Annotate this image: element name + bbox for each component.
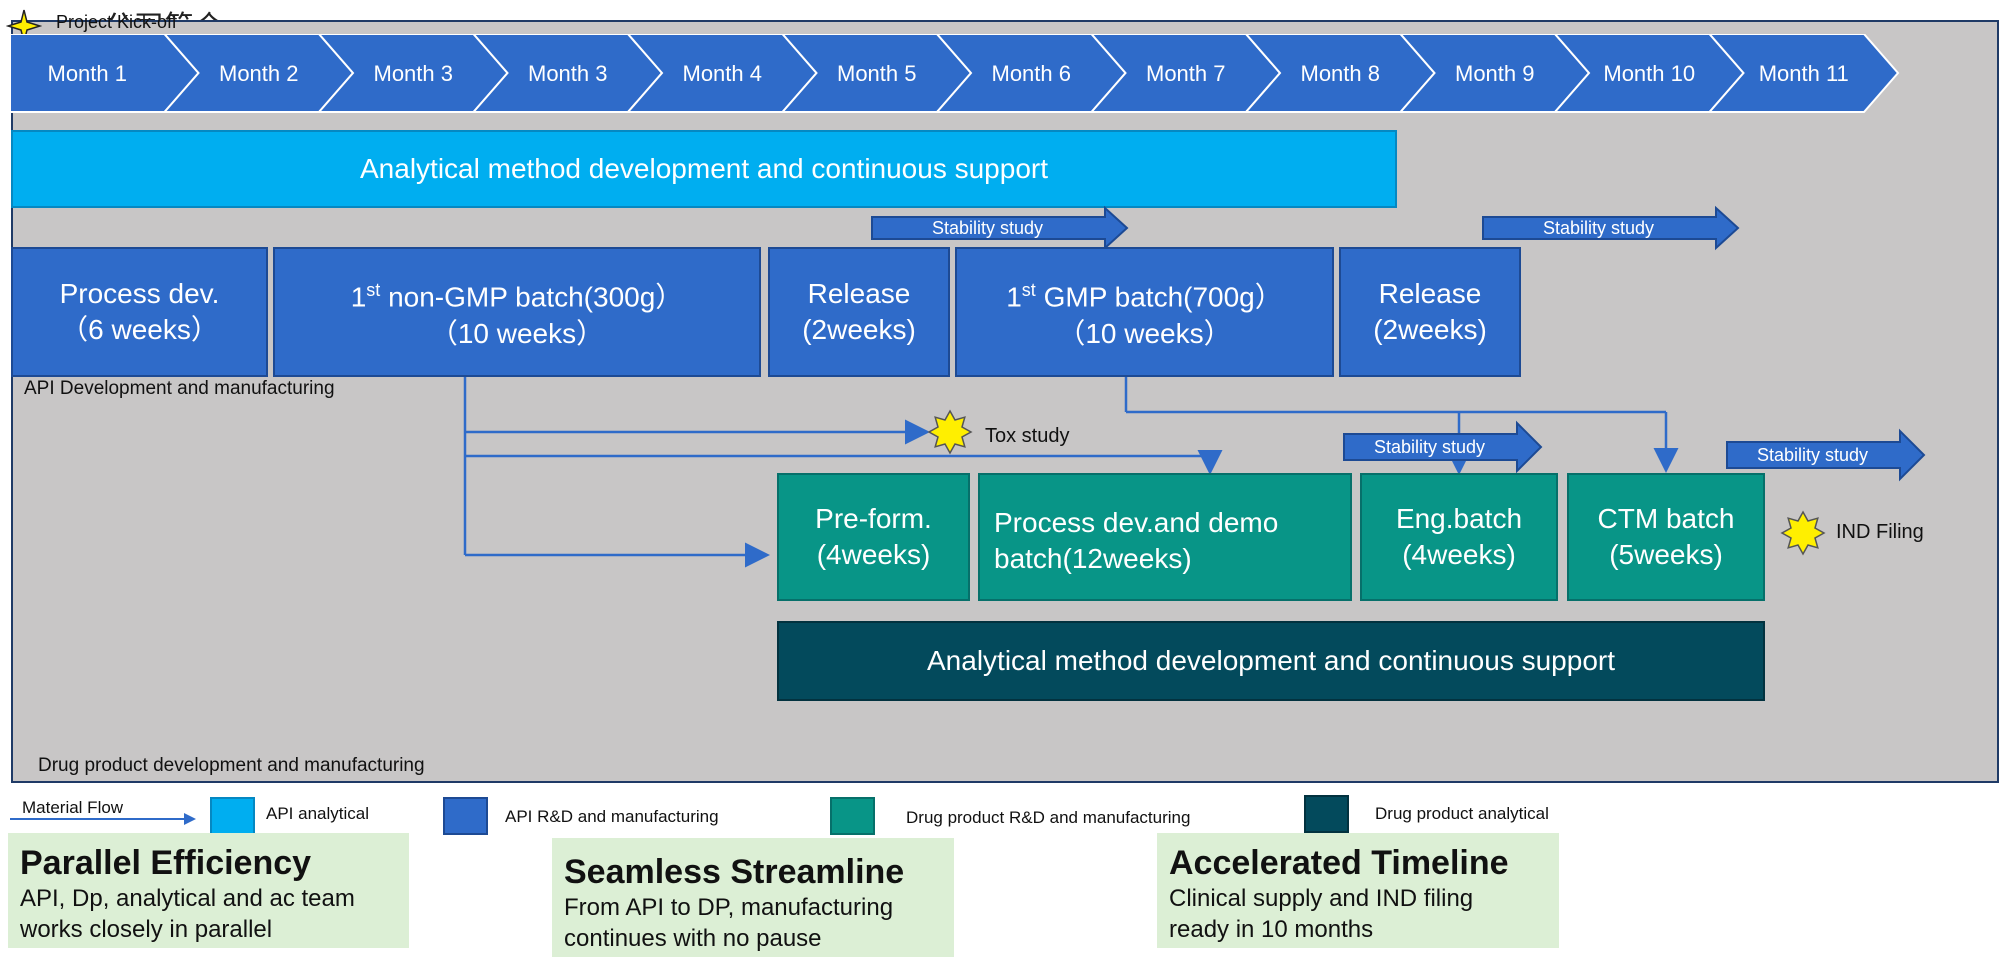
legend-swatch-dp-analytical	[1304, 795, 1349, 833]
month-chevron: Month 8	[1243, 34, 1436, 113]
stability-label-2: Stability study	[1542, 218, 1655, 238]
stability-label-3: Stability study	[1373, 437, 1486, 457]
month-chevron: Month 11	[1707, 34, 1900, 113]
pre-form-block: Pre-form. (4weeks)	[777, 473, 970, 601]
month-label: Month 1	[48, 61, 128, 86]
month-label: Month 5	[837, 61, 917, 86]
month-label: Month 9	[1455, 61, 1535, 86]
legend-api-rd-label: API R&D and manufacturing	[505, 807, 719, 826]
dp-analytical-bar: Analytical method development and contin…	[777, 621, 1765, 701]
highlight-title: Parallel Efficiency	[20, 844, 312, 882]
non-gmp-batch-duration: （10 weeks）	[429, 317, 605, 349]
dp-analytical-label: Analytical method development and contin…	[927, 645, 1615, 676]
pre-form-duration: (4weeks)	[816, 539, 931, 570]
month-label: Month 7	[1146, 61, 1226, 86]
ind-star-icon	[1780, 510, 1826, 556]
stability-arrow-3	[1343, 420, 1543, 474]
highlight-title: Seamless Streamline	[564, 853, 905, 891]
month-chevron: Month 2	[162, 34, 355, 113]
month-chevron: Month 4	[625, 34, 818, 113]
month-chevron: Month 10	[1552, 34, 1745, 113]
release-block-2: Release (2weeks)	[1339, 247, 1521, 377]
month-chevron: Month 3	[471, 34, 664, 113]
month-chevron: Month 1	[9, 34, 200, 113]
tox-study-label: Tox study	[985, 425, 1070, 447]
process-demo-title: Process dev.and demo	[994, 507, 1279, 538]
api-analytical-bar: Analytical method development and contin…	[11, 130, 1397, 208]
highlight-text-line: ready in 10 months	[1169, 916, 1374, 943]
month-label: Month 8	[1301, 61, 1381, 86]
process-dev-title: Process dev.	[59, 278, 220, 309]
gmp-batch-duration: （10 weeks）	[1057, 317, 1232, 349]
gmp-batch-block: 1st GMP batch(700g） （10 weeks）	[955, 247, 1334, 377]
kickoff-overlay-text: 公司简介	[104, 2, 224, 20]
legend-api-analytical-label: API analytical	[266, 804, 369, 823]
non-gmp-batch-title: 1st non-GMP batch(300g）	[350, 280, 684, 313]
legend-dp-rd-label: Drug product R&D and manufacturing	[906, 808, 1191, 827]
highlight-text-line: works closely in parallel	[20, 916, 273, 943]
legend-swatch-api-rd	[443, 797, 488, 835]
highlight-parallel-efficiency: Parallel Efficiency API, Dp, analytical …	[8, 833, 409, 948]
release-1-title: Release	[807, 278, 911, 309]
eng-batch-duration: (4weeks)	[1402, 539, 1516, 570]
month-label: Month 2	[219, 61, 299, 86]
release-1-duration: (2weeks)	[802, 314, 916, 345]
highlight-text-line: From API to DP, manufacturing	[564, 894, 894, 921]
legend-dp-analytical-label: Drug product analytical	[1375, 804, 1549, 823]
dp-section-label: Drug product development and manufacturi…	[38, 755, 425, 776]
tox-star-icon	[927, 409, 973, 455]
kickoff-label: Project Kick-off	[56, 12, 177, 32]
month-label: Month 4	[683, 61, 763, 86]
stability-arrow-2	[1482, 205, 1740, 251]
highlight-text-line: Clinical supply and IND filing	[1169, 885, 1474, 912]
month-label: Month 3	[374, 61, 454, 86]
stability-label-4: Stability study	[1756, 445, 1869, 465]
month-chevron: Month 7	[1089, 34, 1282, 113]
highlight-title: Accelerated Timeline	[1169, 844, 1509, 882]
non-gmp-batch-block: 1st non-GMP batch(300g） （10 weeks）	[273, 247, 761, 377]
release-block-1: Release (2weeks)	[768, 247, 950, 377]
month-label: Month 10	[1603, 61, 1695, 86]
month-label: Month 6	[992, 61, 1072, 86]
stability-label-1: Stability study	[931, 218, 1044, 238]
api-section-label: API Development and manufacturing	[24, 378, 335, 399]
material-flow-lines	[463, 377, 1679, 568]
release-2-duration: (2weeks)	[1373, 314, 1487, 345]
legend-swatch-dp-rd	[830, 797, 875, 835]
highlight-text-line: continues with no pause	[564, 925, 822, 952]
stability-arrow-1	[871, 205, 1129, 251]
highlight-text-line: API, Dp, analytical and ac team	[20, 885, 355, 912]
legend-material-flow-arrow-icon	[10, 813, 196, 825]
process-demo-block: Process dev.and demo batch(12weeks)	[978, 473, 1352, 601]
legend-swatch-api-analytical	[210, 797, 255, 835]
highlight-seamless-streamline: Seamless Streamline From API to DP, manu…	[552, 838, 954, 957]
pre-form-title: Pre-form.	[815, 503, 932, 534]
month-label: Month 3	[528, 61, 608, 86]
legend-material-flow-label: Material Flow	[22, 798, 124, 817]
stability-arrow-4	[1726, 428, 1926, 482]
process-demo-duration: batch(12weeks)	[994, 543, 1192, 574]
gmp-batch-title: 1st GMP batch(700g）	[1006, 280, 1283, 313]
ctm-batch-duration: (5weeks)	[1609, 539, 1723, 570]
ctm-batch-title: CTM batch	[1597, 503, 1735, 534]
month-chevron: Month 9	[1398, 34, 1591, 113]
ind-filing-label: IND Filing	[1836, 521, 1924, 543]
eng-batch-block: Eng.batch (4weeks)	[1360, 473, 1558, 601]
month-chevrons: Month 1 Month 2 Month 3 Month 3 Month 4 Month…	[9, 34, 1900, 113]
eng-batch-title: Eng.batch	[1395, 503, 1523, 534]
process-dev-duration: （6 weeks）	[60, 314, 219, 345]
month-label: Month 11	[1759, 61, 1849, 86]
highlight-accelerated-timeline: Accelerated Timeline Clinical supply and…	[1157, 833, 1559, 948]
process-dev-block: Process dev. （6 weeks）	[11, 247, 268, 377]
api-analytical-label: Analytical method development and contin…	[360, 153, 1048, 184]
ctm-batch-block: CTM batch (5weeks)	[1567, 473, 1765, 601]
month-chevron: Month 6	[934, 34, 1127, 113]
release-2-title: Release	[1378, 278, 1482, 309]
